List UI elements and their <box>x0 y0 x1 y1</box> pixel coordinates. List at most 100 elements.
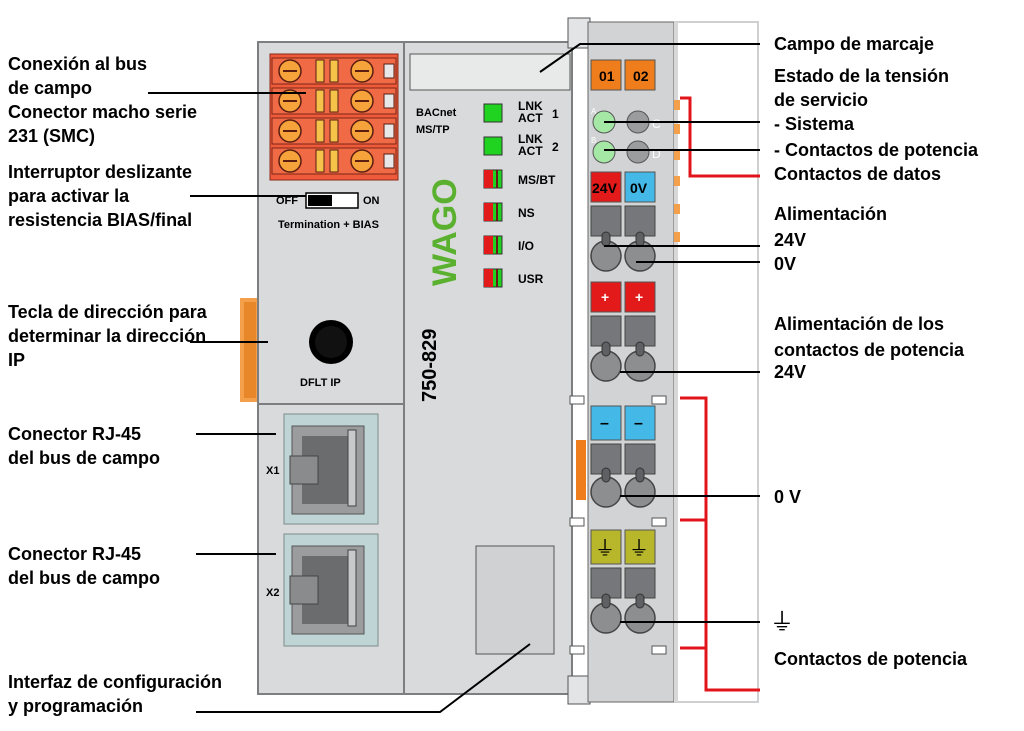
led-d <box>626 140 650 164</box>
clamp-slot <box>590 205 622 237</box>
label-rj45-2b: del bus de campo <box>8 568 160 588</box>
data-contacts <box>674 100 680 242</box>
led-red-half <box>484 170 493 188</box>
label-supply-2: 24V <box>774 230 806 250</box>
fieldbus-clip <box>315 59 325 83</box>
led-a-text: A <box>591 107 597 116</box>
label-address-1: Tecla de dirección para <box>8 302 208 322</box>
term-ground-2 <box>624 529 656 565</box>
led-label: LNK <box>518 99 543 113</box>
led-label: ACT <box>518 111 543 125</box>
minus-1-text: – <box>600 415 609 432</box>
rj45-port-x1[interactable]: X1 <box>266 413 379 525</box>
label-fieldbus-2: de campo <box>8 78 92 98</box>
label-supply-3: 0V <box>774 254 796 274</box>
label-status-4: - Contactos de potencia <box>774 140 979 160</box>
ground-2-text: ⏚ <box>629 538 649 560</box>
fieldbus-clip <box>329 59 339 83</box>
term-minus-1 <box>590 405 622 441</box>
label-rj45-1b: del bus de campo <box>8 448 160 468</box>
left-labels: Conexión al bus de campo Conector macho … <box>8 54 222 716</box>
termination-label: Termination + BIAS <box>278 219 379 231</box>
release-slot <box>601 467 611 483</box>
term-0v-text: 0V <box>630 180 648 196</box>
led-d-text: D <box>652 147 661 161</box>
release-slot <box>601 341 611 357</box>
release-slot <box>601 593 611 609</box>
label-power-2: contactos de potencia <box>774 340 965 360</box>
red-brackets <box>680 96 760 692</box>
led-label: ACT <box>518 144 543 158</box>
release-slot <box>601 231 611 247</box>
led-label: MS/BT <box>518 173 556 187</box>
address-key-button[interactable]: DFLT IP <box>300 320 353 389</box>
leader-lines <box>148 43 760 713</box>
led-red-half <box>484 236 493 254</box>
term-plus-1 <box>590 281 622 313</box>
termination-switch[interactable]: OFF ON Termination + BIAS <box>276 192 380 231</box>
plus-2-text: + <box>635 289 643 305</box>
tag-02-text: 02 <box>633 68 649 84</box>
dflt-ip-label: DFLT IP <box>300 377 341 389</box>
config-interface-port[interactable] <box>475 545 555 655</box>
led-b-text: B <box>591 136 596 145</box>
clamp-slot <box>624 205 656 237</box>
term-24v-text: 24V <box>592 180 618 196</box>
term-ground-1 <box>590 529 622 565</box>
fieldbus-tab <box>383 63 395 79</box>
label-fieldbus-4: 231 (SMC) <box>8 126 95 146</box>
switch-on-label: ON <box>363 195 380 207</box>
label-switch-1: Interruptor deslizante <box>8 162 192 182</box>
led-green <box>483 103 503 123</box>
model-number: 750-829 <box>419 329 441 402</box>
release-slot <box>635 593 645 609</box>
right-labels: Campo de marcaje Estado de la tensión de… <box>770 34 979 669</box>
wago-logo: WAGO <box>426 178 464 286</box>
release-slot <box>635 467 645 483</box>
label-status-2: de servicio <box>774 90 868 110</box>
fieldbus-clip <box>315 149 325 173</box>
fieldbus-tab <box>383 93 395 109</box>
label-config-2: y programación <box>8 696 143 716</box>
mstp-label: MS/TP <box>416 124 450 136</box>
led-red-half <box>484 203 493 221</box>
led-label: USR <box>518 272 544 286</box>
led-red-half <box>484 269 493 287</box>
label-status-3: - Sistema <box>774 114 855 134</box>
term-24v <box>590 171 622 203</box>
fieldbus-tab <box>383 153 395 169</box>
label-config-1: Interfaz de configuración <box>8 672 222 692</box>
release-slot <box>635 341 645 357</box>
terminal-block: 01 02 A C B D 24V 0V + + <box>567 17 759 705</box>
term-minus-2 <box>624 405 656 441</box>
label-supply-1: Alimentación <box>774 204 887 224</box>
clamp-slot <box>624 315 656 347</box>
rj45-port-x2[interactable]: X2 <box>266 533 379 647</box>
side-contact <box>576 440 586 500</box>
label-address-2: determinar la dirección <box>8 326 206 346</box>
fieldbus-connector <box>269 53 399 181</box>
bacnet-label: BACnet <box>416 107 457 119</box>
label-fieldbus-1: Conexión al bus <box>8 54 147 74</box>
led-green <box>483 136 503 156</box>
fieldbus-clip <box>329 149 339 173</box>
label-status-1: Estado de la tensión <box>774 66 949 86</box>
label-power-1: Alimentación de los <box>774 314 944 334</box>
label-marking: Campo de marcaje <box>774 34 934 54</box>
label-rj45-1a: Conector RJ-45 <box>8 424 141 444</box>
label-address-3: IP <box>8 350 25 370</box>
led-b <box>592 140 616 164</box>
ground-1-text: ⏚ <box>595 538 615 560</box>
tag-01 <box>590 59 622 91</box>
x1-label: X1 <box>266 465 279 477</box>
term-plus-2 <box>624 281 656 313</box>
clamp-slot <box>624 567 656 599</box>
marking-field <box>409 53 571 91</box>
label-power-contacts: Contactos de potencia <box>774 649 968 669</box>
tag-02 <box>624 59 656 91</box>
switch-off-label: OFF <box>276 195 298 207</box>
plus-1-text: + <box>601 289 609 305</box>
led-number: 1 <box>552 107 559 121</box>
